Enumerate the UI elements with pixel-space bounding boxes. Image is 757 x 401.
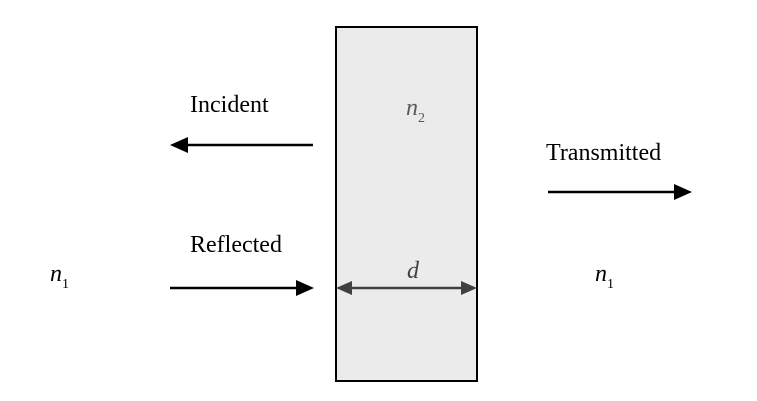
slab-index-base: n bbox=[406, 95, 418, 121]
reflected-label: Reflected bbox=[190, 232, 282, 258]
left-index-label: n1 bbox=[50, 261, 69, 292]
left-index-sub: 1 bbox=[62, 277, 69, 292]
slab-index-label: n2 bbox=[406, 95, 425, 126]
incident-arrow bbox=[170, 137, 313, 153]
left-index-base: n bbox=[50, 261, 62, 287]
right-index-base: n bbox=[595, 261, 607, 287]
right-index-sub: 1 bbox=[607, 277, 614, 292]
slab-index-sub: 2 bbox=[418, 111, 425, 126]
transmitted-arrow bbox=[548, 184, 692, 200]
thickness-double-arrow bbox=[336, 281, 477, 295]
slab-rectangle bbox=[335, 26, 478, 382]
transmitted-label: Transmitted bbox=[546, 140, 661, 166]
reflected-arrow bbox=[170, 280, 314, 296]
thickness-label: d bbox=[407, 258, 420, 284]
incident-label: Incident bbox=[190, 92, 269, 118]
right-index-label: n1 bbox=[595, 261, 614, 292]
